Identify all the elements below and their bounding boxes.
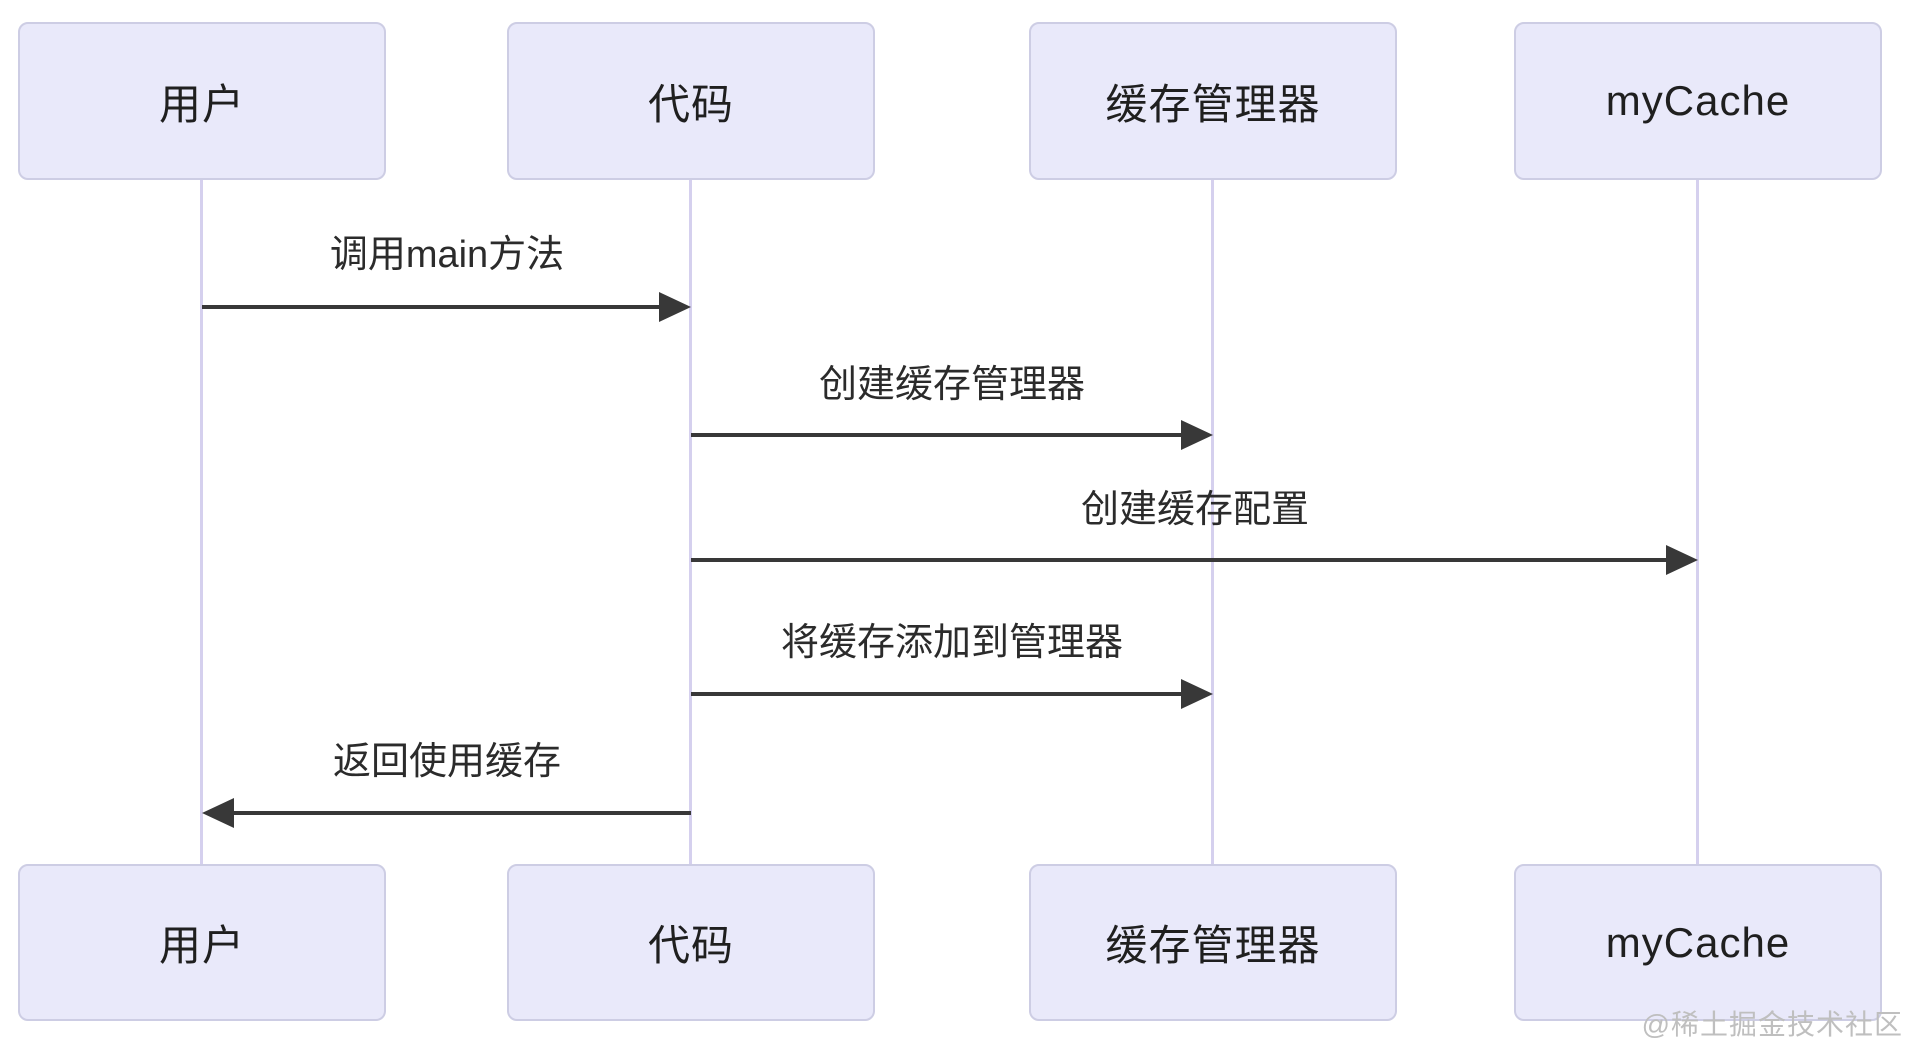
- message-3-line: [691, 558, 1670, 562]
- message-5-arrowhead-icon: [202, 798, 234, 828]
- lifeline-mycache: [1696, 180, 1699, 864]
- actor-box-cache-manager-top: 缓存管理器: [1029, 22, 1397, 180]
- message-1-line: [202, 305, 663, 309]
- lifeline-code: [689, 180, 692, 864]
- actor-box-user-bottom: 用户: [18, 864, 386, 1021]
- message-5-line: [230, 811, 691, 815]
- lifeline-user: [200, 180, 203, 864]
- message-3-arrowhead-icon: [1666, 545, 1698, 575]
- message-4-arrowhead-icon: [1181, 679, 1213, 709]
- message-3-label: 创建缓存配置: [1080, 489, 1309, 531]
- message-2-line: [691, 433, 1185, 437]
- actor-box-cache-manager-bottom: 缓存管理器: [1029, 864, 1397, 1021]
- message-4-line: [691, 692, 1185, 696]
- message-2-label: 创建缓存管理器: [818, 364, 1085, 406]
- lifeline-cache-manager: [1211, 180, 1214, 864]
- actor-box-user-top: 用户: [18, 22, 386, 180]
- actor-box-code-top: 代码: [507, 22, 875, 180]
- message-2-arrowhead-icon: [1181, 420, 1213, 450]
- actor-box-mycache-top: myCache: [1514, 22, 1882, 180]
- message-1-arrowhead-icon: [659, 292, 691, 322]
- message-4-label: 将缓存添加到管理器: [780, 622, 1123, 664]
- message-5-label: 返回使用缓存: [332, 741, 561, 783]
- message-1-label: 调用main方法: [329, 234, 565, 276]
- actor-box-mycache-bottom: myCache: [1514, 864, 1882, 1021]
- watermark: @稀土掘金技术社区: [1641, 1009, 1903, 1040]
- actor-box-code-bottom: 代码: [507, 864, 875, 1021]
